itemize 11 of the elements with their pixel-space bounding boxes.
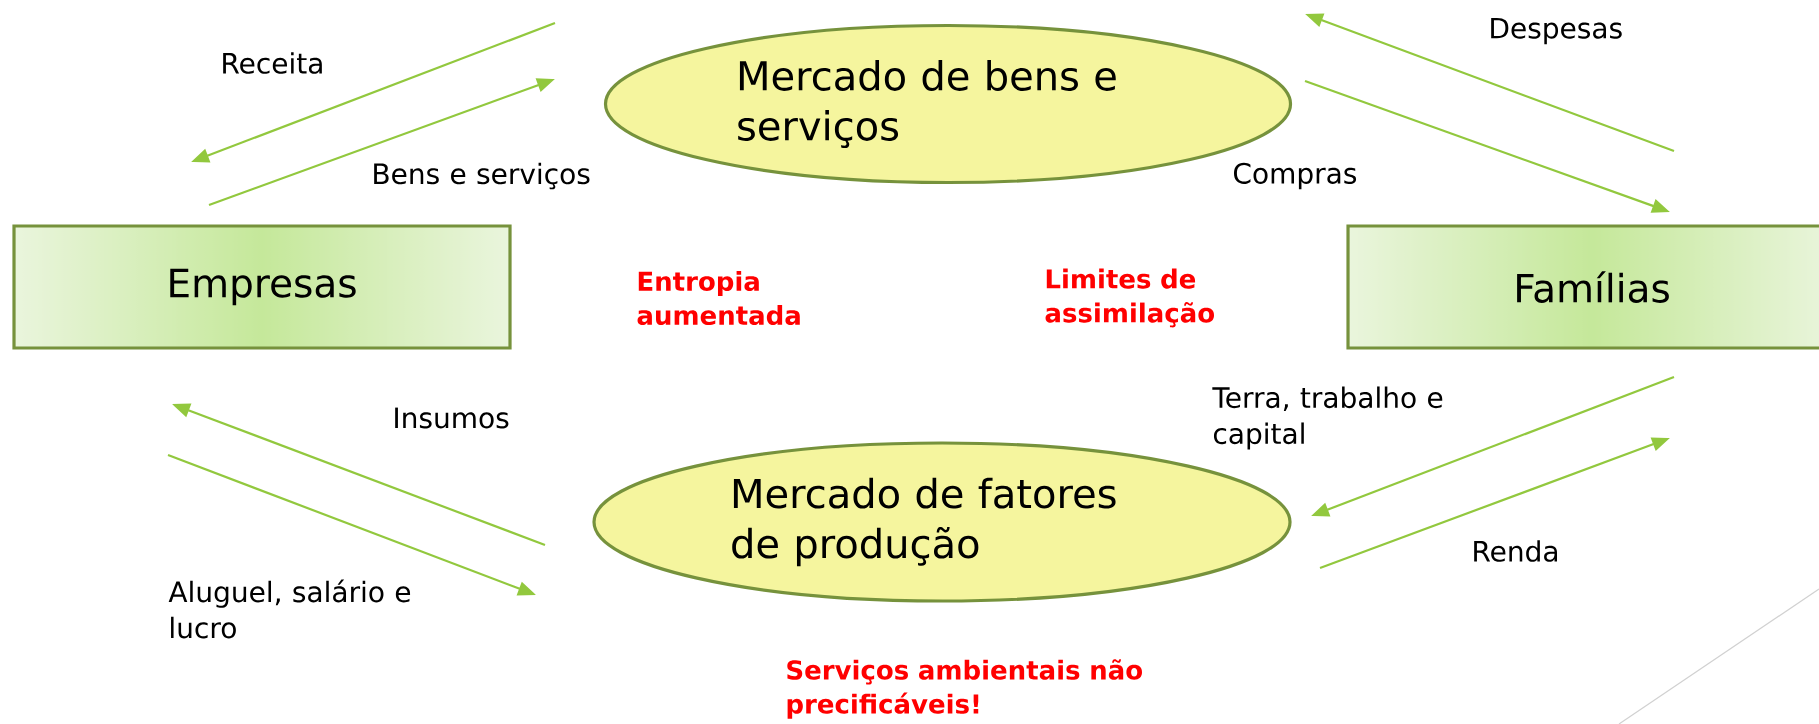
edge-label: Insumos: [395, 407, 509, 429]
box: Empresas: [12, 224, 512, 350]
edge-label: Aluguel, salário e lucro: [168, 579, 411, 639]
box: Famílias: [1346, 224, 1819, 350]
edge-label: Despesas: [1491, 17, 1622, 45]
note-text: Entropia aumentada: [637, 270, 800, 326]
note-text: Serviços ambientais não precificáveis!: [787, 659, 1142, 719]
edge-label: Renda: [1474, 540, 1557, 562]
edge-label: Bens e serviços: [374, 162, 590, 190]
note-text: Limites de assimilação: [1045, 268, 1214, 328]
edge-label: Receita: [223, 52, 322, 74]
